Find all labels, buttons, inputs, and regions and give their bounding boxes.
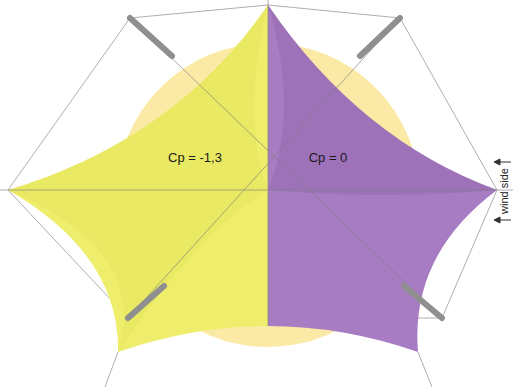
pressure-zone: Cp = 0 — [268, 0, 513, 360]
wind-label: wind side — [498, 168, 510, 214]
pressure-coefficient: Cp = 0 — [309, 150, 348, 165]
membrane-half — [0, 0, 268, 360]
suction-zone: Cp = -1,3 — [0, 0, 268, 360]
membrane-half — [268, 0, 513, 360]
wind-arrows — [494, 159, 511, 223]
pressure-coefficient: Cp = -1,3 — [168, 150, 222, 165]
